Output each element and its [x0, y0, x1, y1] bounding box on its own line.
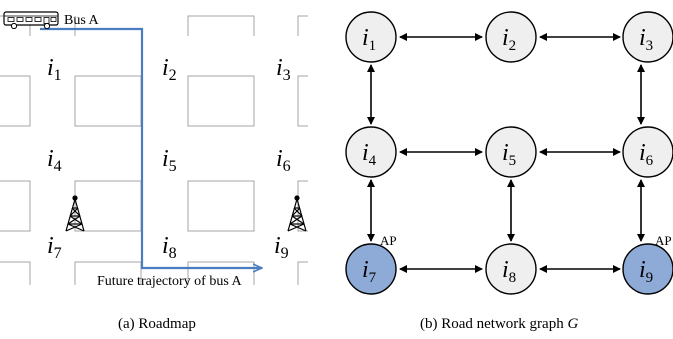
- block: [297, 75, 308, 127]
- ap-label-node-9: AP: [655, 233, 672, 248]
- ap-tower-icon: [65, 195, 85, 232]
- bus-label: Bus A: [64, 13, 100, 28]
- block: [0, 180, 31, 232]
- graph-node-2: i2: [485, 11, 537, 63]
- graph-caption: (b) Road network graph G: [420, 316, 578, 332]
- block: [74, 261, 142, 285]
- block: [0, 75, 31, 127]
- intersection-label-9: i9: [274, 233, 289, 262]
- block: [297, 180, 308, 232]
- bus-trajectory-line: [40, 27, 262, 268]
- graph-node-1: i1: [345, 11, 397, 63]
- svg-text:i7: i7: [362, 257, 377, 286]
- svg-text:i8: i8: [502, 257, 516, 286]
- block: [187, 261, 255, 285]
- intersection-label-4: i4: [47, 146, 62, 175]
- block: [74, 180, 142, 232]
- intersection-label-3: i3: [276, 55, 291, 84]
- block: [74, 75, 142, 127]
- block: [187, 75, 255, 127]
- graph-node-6: i6: [622, 126, 673, 178]
- graph-node-8: i8: [485, 243, 537, 295]
- svg-text:i2: i2: [502, 25, 516, 54]
- graph-node-3: i3: [622, 11, 673, 63]
- svg-text:i5: i5: [502, 140, 516, 169]
- bus-icon: [3, 11, 59, 30]
- intersection-labels: i1 i2 i3 i4 i5 i6 i7 i8 i9: [47, 55, 291, 262]
- ap-tower-icon: [287, 195, 307, 232]
- graph-node-7-ap: i7: [345, 243, 397, 295]
- block: [297, 15, 308, 36]
- graph-edges: [367, 33, 645, 273]
- trajectory-label: Future trajectory of bus A: [97, 274, 243, 289]
- graph-node-9-ap: i9: [622, 243, 673, 295]
- intersection-label-6: i6: [276, 146, 291, 175]
- block: [0, 261, 31, 285]
- roadmap-caption: (a) Roadmap: [118, 316, 196, 332]
- block: [187, 15, 255, 36]
- graph-nodes: i1 i2 i3 i4 i5 i6: [345, 11, 673, 295]
- graph-node-5: i5: [485, 126, 537, 178]
- intersection-label-1: i1: [47, 55, 62, 84]
- graph-panel: i1 i2 i3 i4 i5 i6: [345, 11, 673, 332]
- svg-text:i4: i4: [362, 140, 377, 169]
- svg-text:i3: i3: [639, 25, 653, 54]
- block: [297, 261, 308, 285]
- roadmap-panel: Bus A i1 i2 i3 i4 i5 i6 i7 i8 i9: [0, 11, 308, 332]
- svg-text:i9: i9: [639, 257, 653, 286]
- block: [187, 180, 255, 232]
- graph-node-4: i4: [345, 126, 397, 178]
- intersection-label-7: i7: [47, 233, 62, 262]
- intersection-label-8: i8: [162, 233, 177, 262]
- svg-text:i6: i6: [639, 140, 654, 169]
- intersection-label-2: i2: [162, 55, 177, 84]
- svg-text:i1: i1: [362, 25, 376, 54]
- ap-label-node-7: AP: [380, 233, 397, 248]
- intersection-label-5: i5: [162, 146, 177, 175]
- city-blocks: [0, 15, 308, 285]
